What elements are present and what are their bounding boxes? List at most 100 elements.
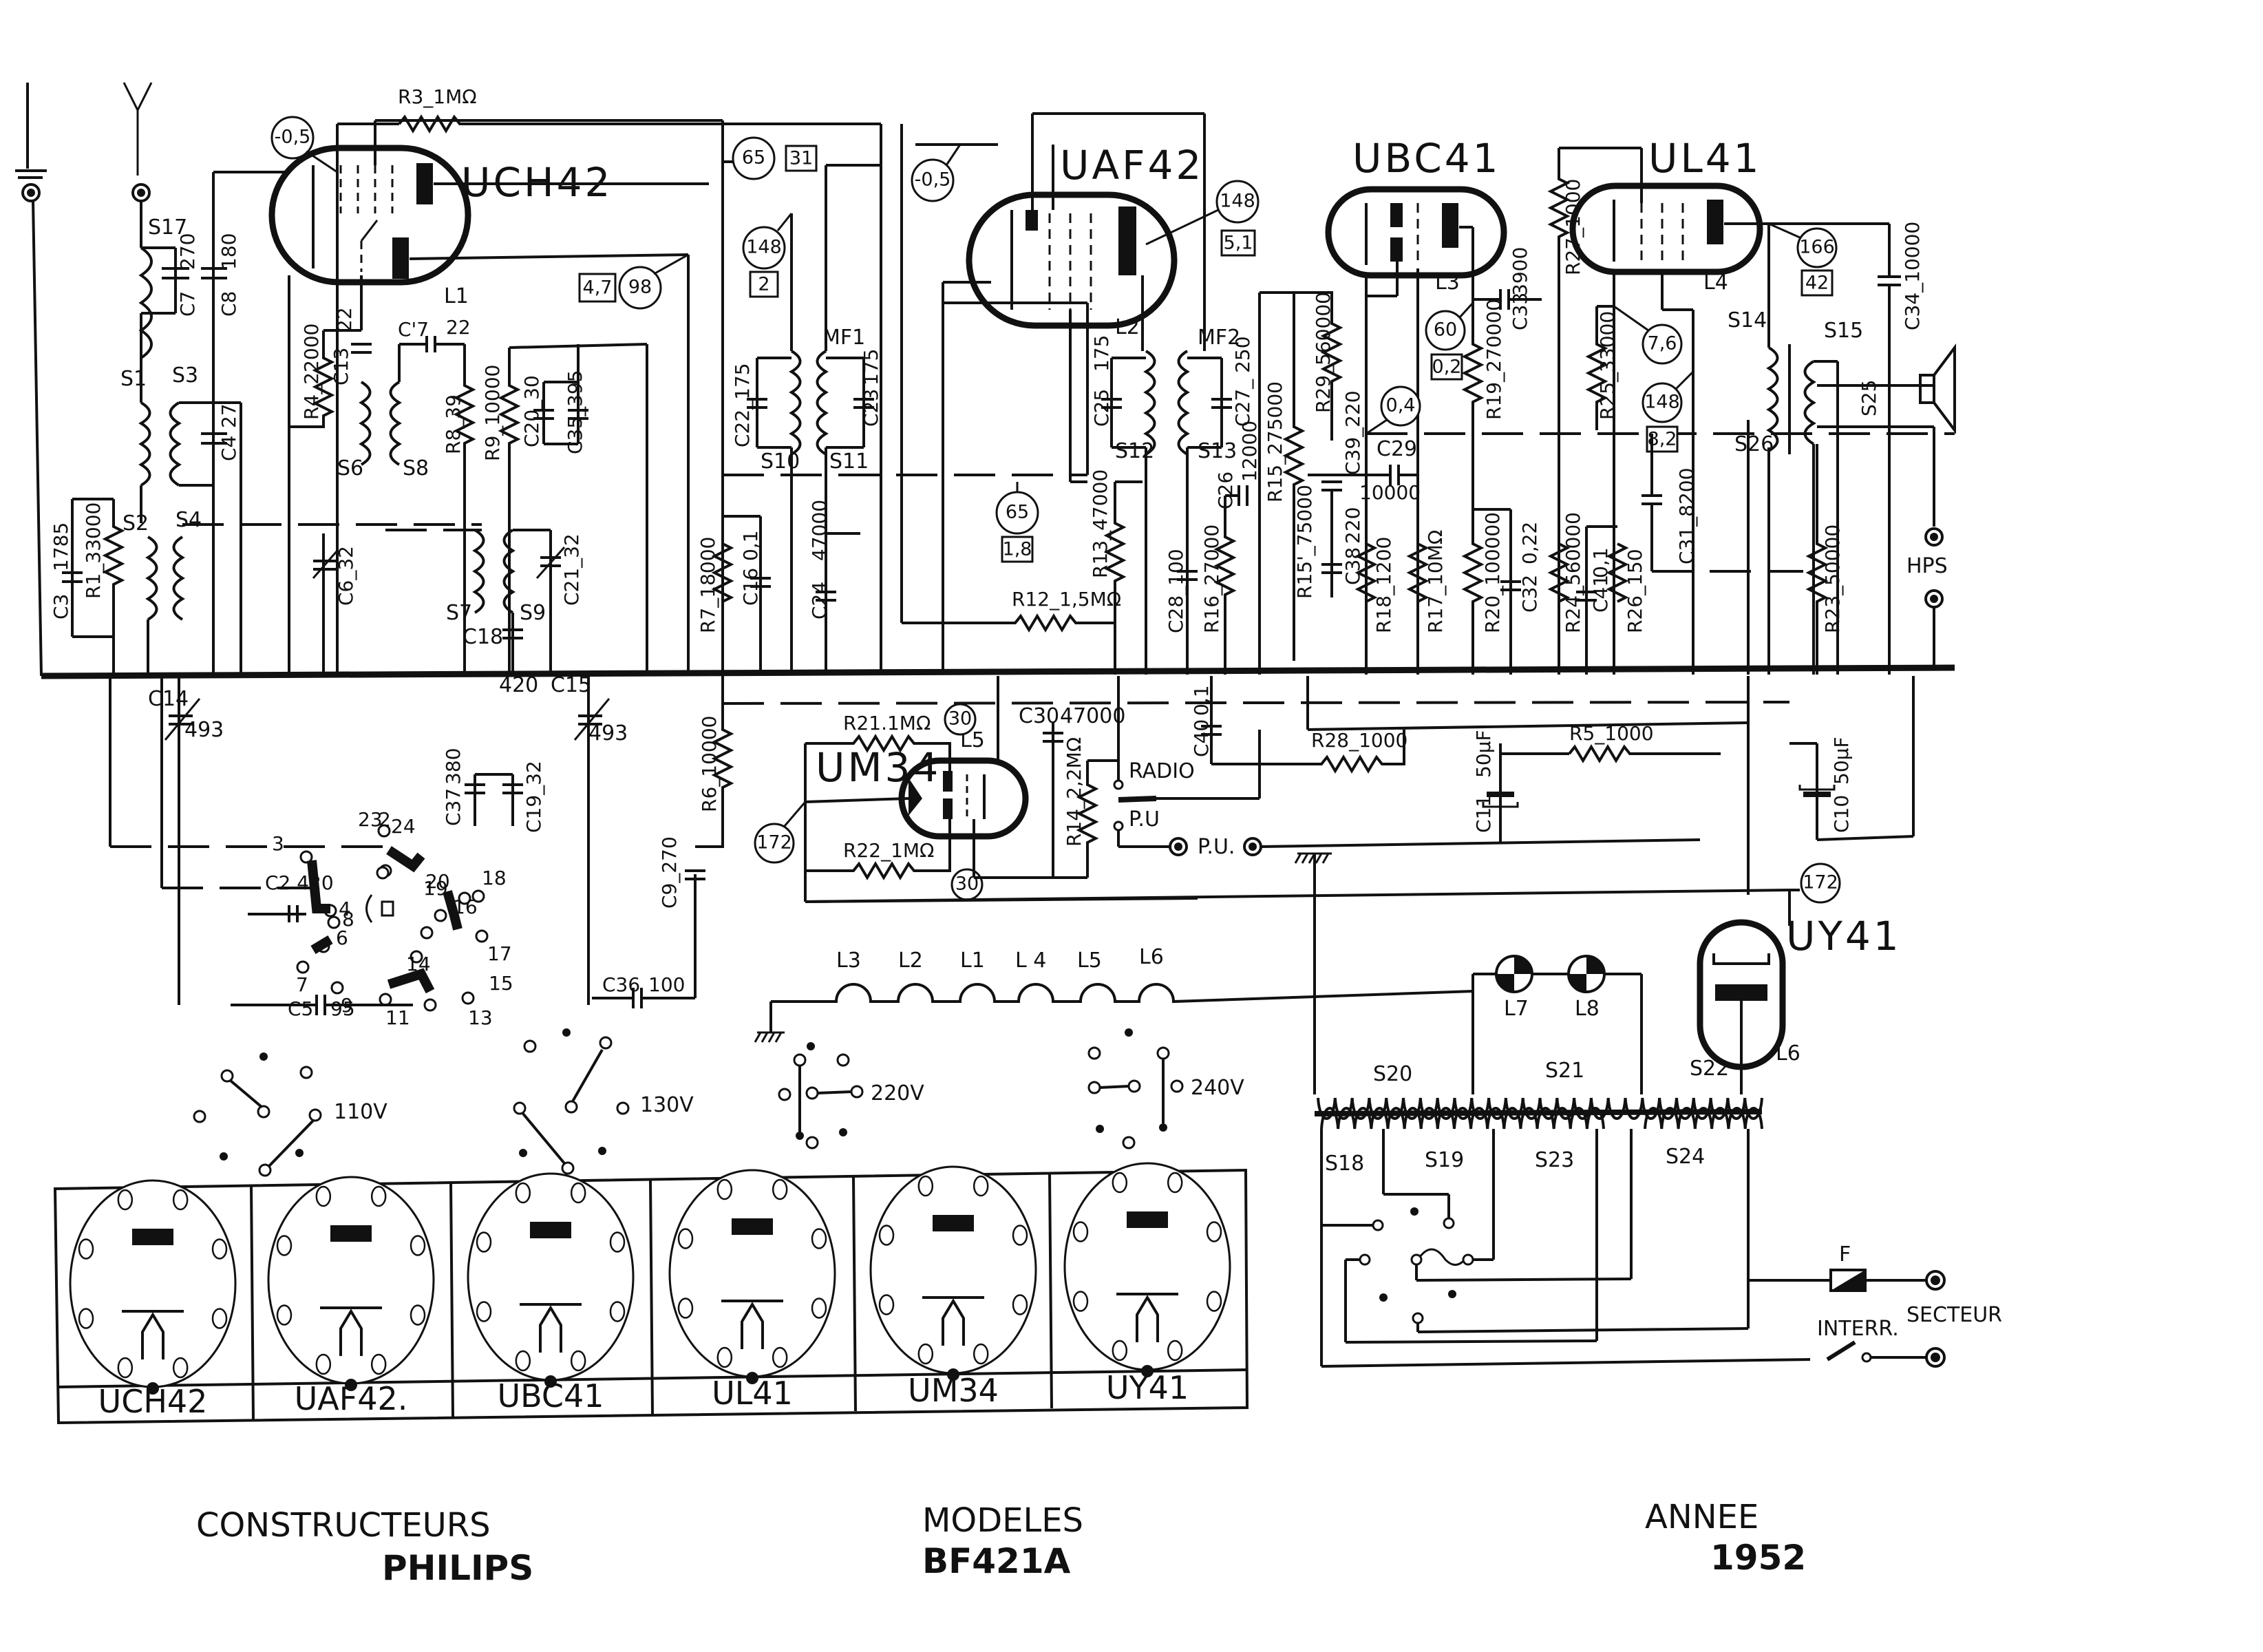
- svg-text:R14_2,2MΩ: R14_2,2MΩ: [1063, 737, 1085, 847]
- resistor-r29: R29_560000: [1294, 291, 1343, 441]
- svg-text:S6: S6: [337, 456, 363, 480]
- svg-text:R16_27000: R16_27000: [1200, 525, 1223, 633]
- svg-text:S11: S11: [829, 449, 869, 474]
- potentiometer-r15: R15_275000 R15'_75000: [1264, 293, 1316, 661]
- resistor-r12: R12_1,5MΩ: [902, 588, 1121, 633]
- voltage-uy41-out: 172: [1800, 862, 1841, 904]
- mains-selector-110v[interactable]: 110V: [193, 1052, 387, 1177]
- svg-text:175: 175: [860, 349, 882, 385]
- capacitor-c11: 50µF C11: [1472, 730, 1519, 833]
- resistor-r19: R19_270000: [1461, 299, 1505, 509]
- svg-text:2: 2: [758, 274, 769, 295]
- svg-text:27: 27: [217, 403, 240, 428]
- pu-jack-left[interactable]: [1169, 837, 1188, 856]
- svg-text:0,1: 0,1: [1190, 685, 1213, 716]
- mains-selector-220v[interactable]: 220V: [778, 1042, 924, 1150]
- svg-text:S22: S22: [1690, 1057, 1729, 1081]
- socket-pin: [878, 1294, 895, 1315]
- svg-text:148: 148: [1220, 191, 1255, 212]
- capacitor-c10: 50µF C10: [1798, 737, 1853, 833]
- mains-selector-130v[interactable]: 130V: [513, 1028, 694, 1175]
- mains-selector-240v[interactable]: 240V: [1087, 1028, 1244, 1150]
- pu-jack-right[interactable]: [1243, 837, 1262, 856]
- tube-base-diagram-ul41: [668, 1169, 836, 1384]
- antenna-terminal: [123, 82, 153, 248]
- svg-text:S21: S21: [1545, 1059, 1584, 1083]
- coil-s11: S11 MF1: [816, 326, 869, 474]
- socket-pin: [917, 1343, 934, 1365]
- svg-text:C37: C37: [442, 788, 465, 826]
- mains-terminal-bottom[interactable]: [1925, 1347, 1946, 1368]
- svg-text:C40: C40: [1190, 719, 1213, 757]
- svg-text:L 4: L 4: [1015, 949, 1046, 973]
- power-switch[interactable]: INTERR.: [1817, 1317, 1899, 1363]
- resistor-r28: R28_1000: [1308, 729, 1407, 774]
- svg-text:0,4: 0,4: [1386, 395, 1416, 416]
- svg-text:110V: 110V: [334, 1100, 387, 1124]
- svg-text:C16: C16: [739, 568, 762, 606]
- socket-pin: [811, 1298, 827, 1319]
- svg-text:0,2: 0,2: [1432, 357, 1462, 378]
- svg-text:C5: C5: [288, 997, 313, 1020]
- transformer-primary-coil: [1320, 1107, 1763, 1130]
- svg-text:S4: S4: [176, 508, 202, 532]
- resistor-r21: R21.1MΩ: [805, 712, 951, 771]
- svg-text:P.U: P.U: [1129, 807, 1160, 832]
- svg-text:5,1: 5,1: [1224, 233, 1253, 254]
- svg-text:UL41: UL41: [1648, 135, 1762, 182]
- svg-text:12000: 12000: [1238, 421, 1261, 482]
- pilot-lamp-l7[interactable]: L7: [1495, 955, 1533, 1021]
- manufacturer: PHILIPS: [382, 1548, 533, 1588]
- svg-text:S19: S19: [1425, 1148, 1464, 1172]
- svg-text:UBC41: UBC41: [497, 1377, 604, 1415]
- svg-text:-0,5: -0,5: [275, 127, 311, 148]
- socket-pin: [609, 1231, 626, 1253]
- svg-text:S7: S7: [446, 601, 472, 625]
- svg-text:C31_8200: C31_8200: [1675, 468, 1698, 564]
- svg-text:R26_150: R26_150: [1624, 549, 1646, 633]
- svg-text:UM34: UM34: [908, 1372, 999, 1409]
- svg-text:L6: L6: [1139, 945, 1164, 969]
- tube-uy41: UY41 L6: [1697, 913, 1899, 1070]
- svg-text:C4: C4: [217, 436, 240, 461]
- svg-text:UBC41: UBC41: [1352, 135, 1501, 182]
- socket-pin: [878, 1225, 895, 1246]
- socket-pin: [677, 1228, 694, 1249]
- svg-text:R22_1MΩ: R22_1MΩ: [843, 839, 934, 862]
- svg-text:65: 65: [1006, 502, 1029, 523]
- svg-text:S1: S1: [120, 367, 147, 391]
- svg-text:C11: C11: [1472, 795, 1495, 833]
- wavechange-switch[interactable]: [296, 824, 489, 1012]
- svg-text:R13_47000: R13_47000: [1089, 469, 1112, 578]
- svg-text:1785: 1785: [50, 522, 72, 571]
- mains-terminal-top[interactable]: [1925, 1270, 1946, 1291]
- pilot-lamp-l8[interactable]: L8: [1567, 955, 1606, 1021]
- socket-pin: [370, 1353, 387, 1375]
- tube-ul41: UL41 L4: [1569, 135, 1763, 295]
- svg-text:S8: S8: [403, 456, 429, 480]
- coil-s2: S2: [123, 511, 158, 621]
- svg-text:L8: L8: [1575, 997, 1600, 1021]
- resistor-r1: R1_33000: [82, 499, 125, 637]
- svg-text:R29_560000: R29_560000: [1312, 292, 1335, 413]
- voltage-ul41-screen: 148 8,2: [1642, 370, 1694, 453]
- svg-text:13: 13: [468, 1006, 493, 1029]
- svg-text:C2.420: C2.420: [265, 871, 334, 894]
- svg-text:11: 11: [385, 1006, 410, 1029]
- svg-text:100: 100: [648, 973, 685, 996]
- coil-s14: S14: [1728, 308, 1779, 452]
- svg-text:180: 180: [217, 233, 240, 270]
- svg-text:UL41: UL41: [712, 1375, 793, 1412]
- svg-text:C8: C8: [217, 291, 240, 317]
- coil-s6: S6: [337, 381, 372, 480]
- hps-jack-top[interactable]: [1924, 527, 1944, 547]
- year-label: ANNEE: [1645, 1498, 1759, 1536]
- svg-text:L3: L3: [1435, 271, 1460, 295]
- svg-text:24: 24: [391, 815, 416, 838]
- svg-text:R28_1000: R28_1000: [1311, 729, 1407, 752]
- coil-s10: S10: [761, 350, 802, 474]
- svg-text:S23: S23: [1535, 1148, 1574, 1172]
- tube-um34: UM34 L5: [816, 728, 1029, 840]
- svg-text:19: 19: [423, 877, 448, 900]
- hps-jack-bottom[interactable]: [1924, 589, 1944, 608]
